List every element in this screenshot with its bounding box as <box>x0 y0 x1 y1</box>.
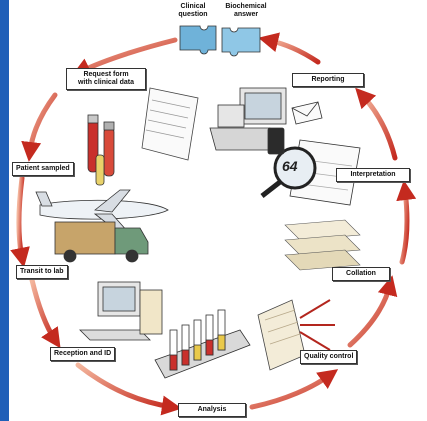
computer-icon <box>79 281 163 341</box>
quality-control-chart-icon <box>257 299 335 371</box>
clinical-question-caption: Clinical question <box>178 3 208 18</box>
arrow-reporting-to-answer <box>258 32 321 65</box>
arrow-qc-to-collation <box>347 275 398 348</box>
arrow-patient-to-transit <box>10 175 30 268</box>
arrow-analysis-to-qc <box>249 369 339 410</box>
arrow-reception-to-analysis <box>75 362 182 416</box>
analysis-label: Analysis <box>178 403 246 417</box>
reporting-label: Reporting <box>292 73 364 87</box>
truck-icon <box>54 221 149 263</box>
patient-sampled-label: Patient sampled <box>12 162 74 176</box>
test-tube-rack-icon <box>154 309 251 379</box>
puzzle-icon <box>179 25 261 57</box>
collation-papers-icon <box>284 219 361 271</box>
arrow-collation-to-interpretation <box>396 180 417 265</box>
interpretation-label: Interpretation <box>336 168 410 182</box>
left-border-strip <box>0 0 9 421</box>
request-form-label: Request form with clinical data <box>66 68 146 90</box>
reporting-devices-icon <box>209 87 323 155</box>
arrow-request-to-patient <box>21 92 58 162</box>
interpretation-icon <box>260 139 361 206</box>
blood-tube-icon <box>87 114 115 186</box>
collation-label: Collation <box>332 267 390 281</box>
quality-control-label: Quality control <box>300 350 358 364</box>
request-form-icon <box>141 87 199 161</box>
arrow-interpretation-to-reporting <box>355 87 398 161</box>
arrow-transit-to-reception <box>29 277 61 349</box>
transit-to-lab-label: Transit to lab <box>16 265 68 279</box>
reception-and-id-label: Reception and ID <box>50 347 116 361</box>
biochemical-answer-caption: Biochemical answer <box>225 3 267 18</box>
magnifier-value: 64 <box>282 158 298 174</box>
